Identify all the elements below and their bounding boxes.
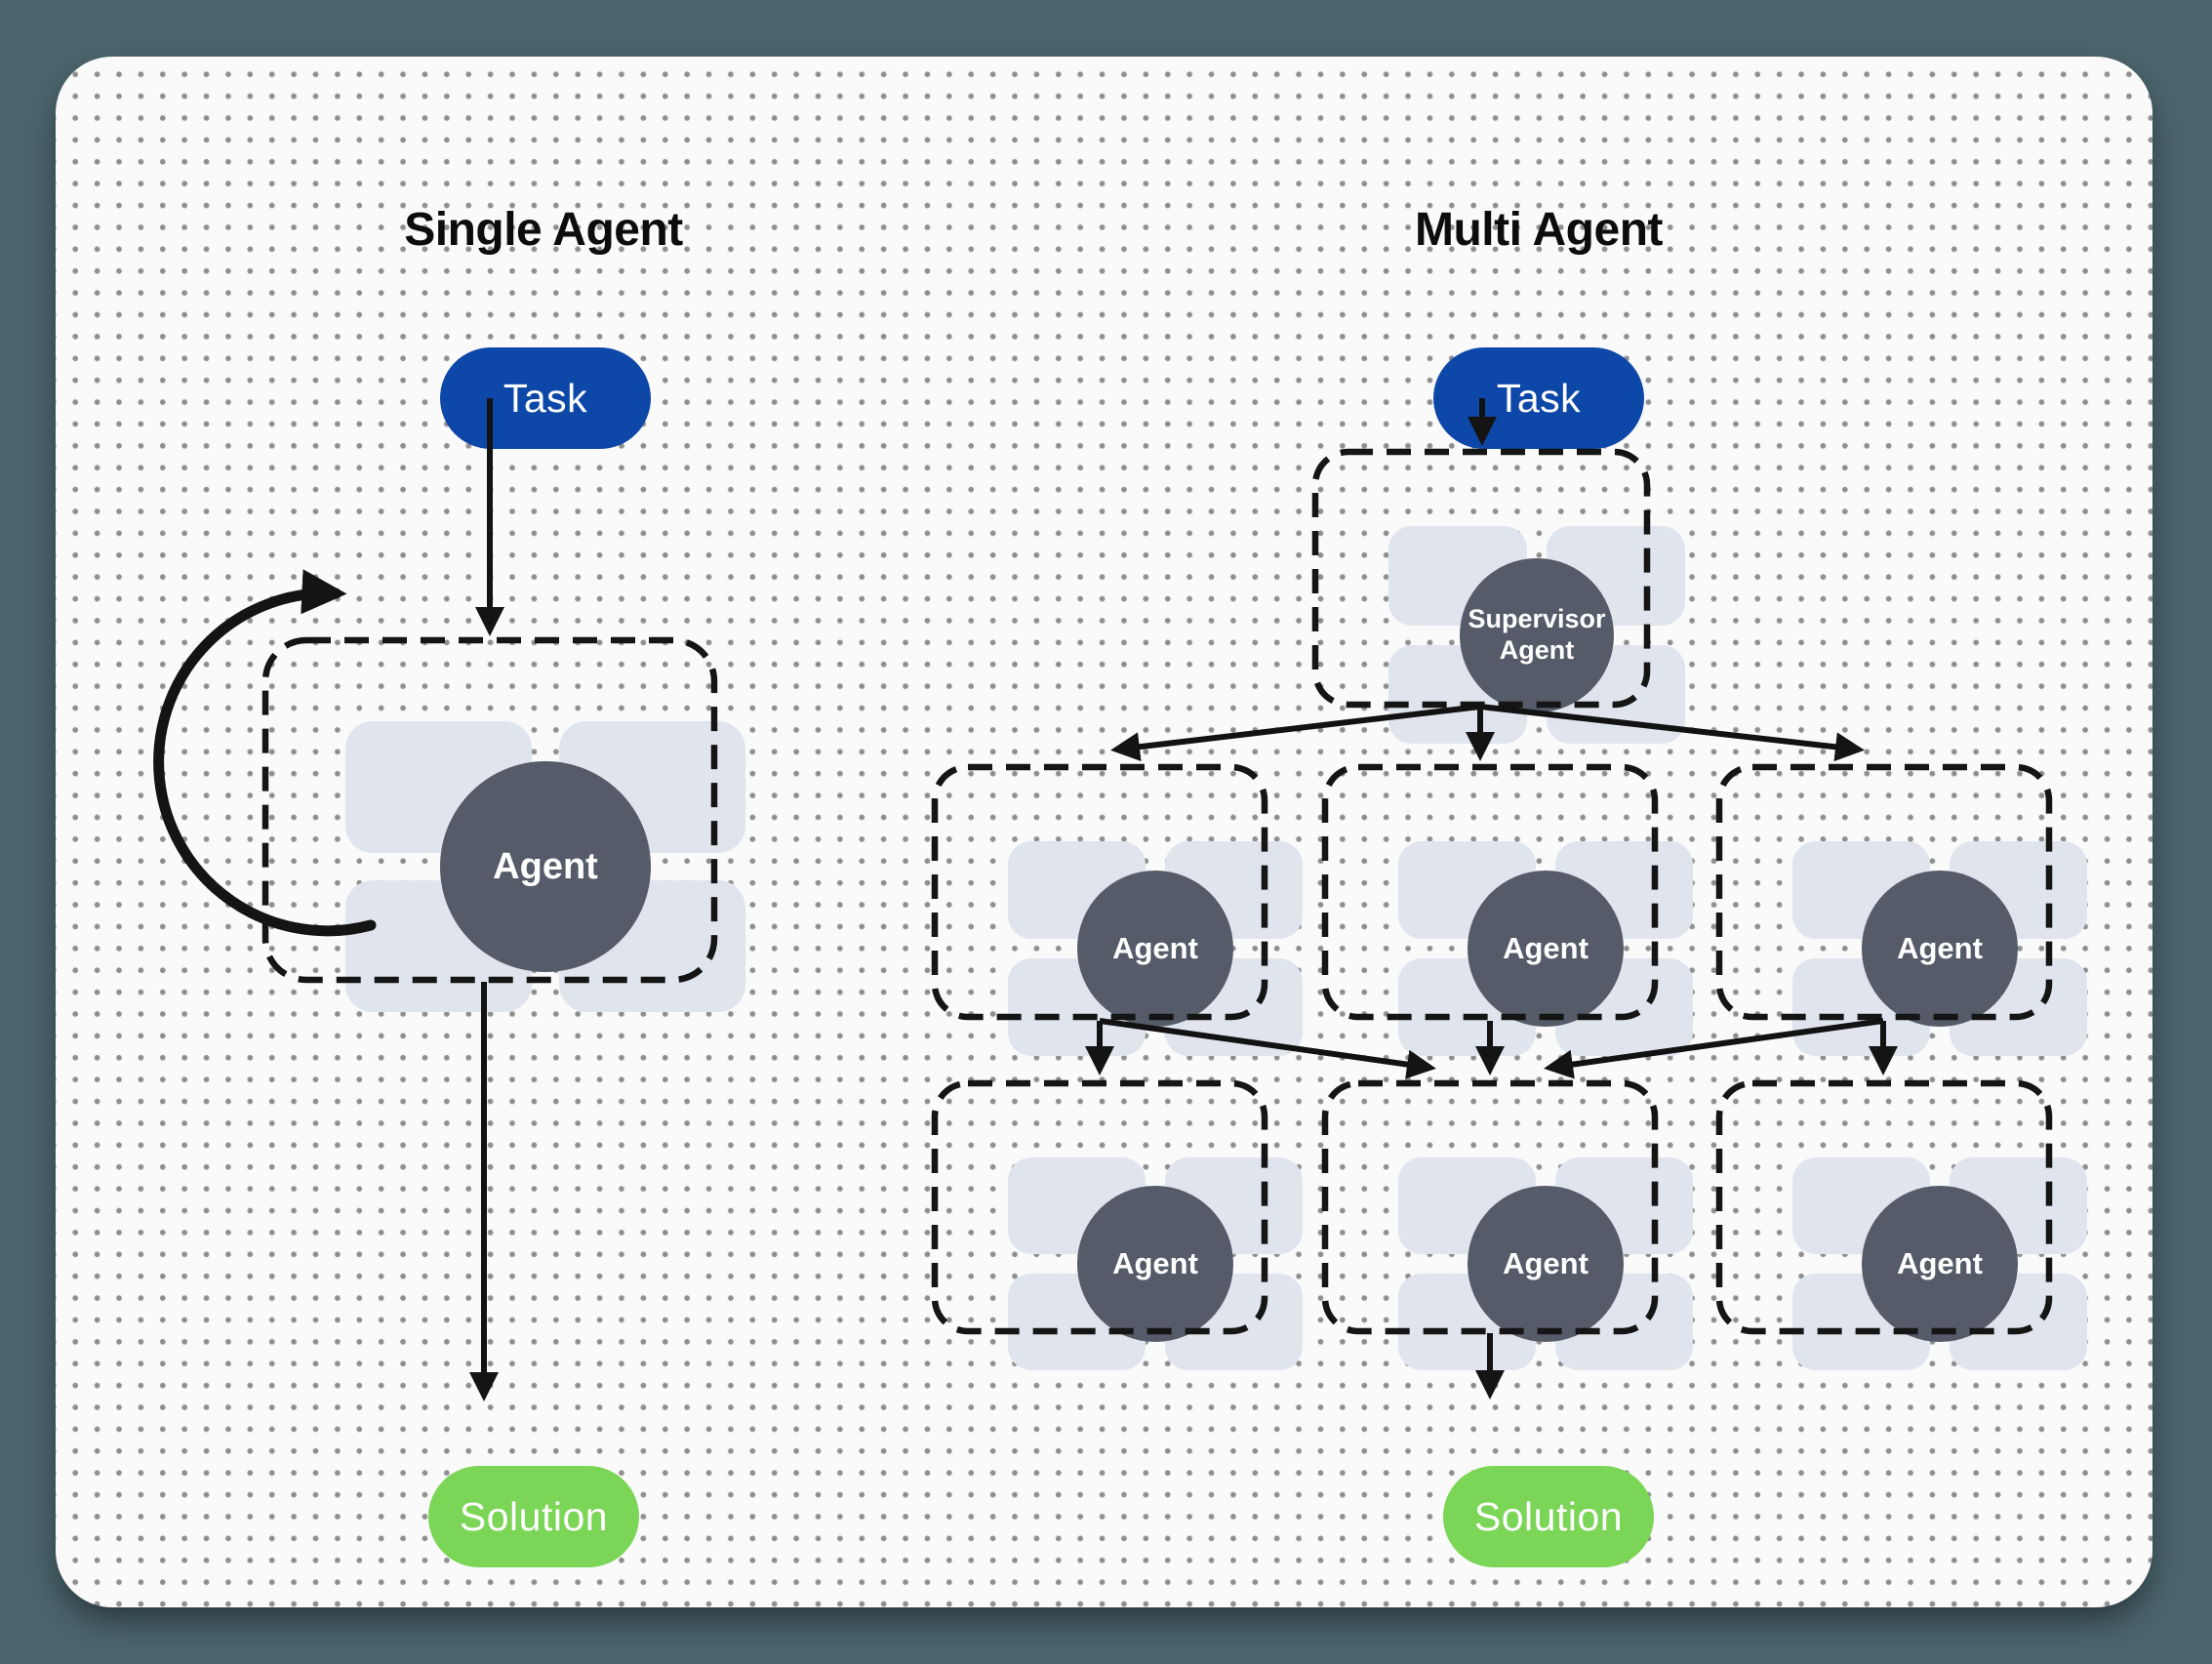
worker-agent-box: Agent: [1381, 1140, 1710, 1388]
single-task-pill: Task: [440, 347, 651, 449]
single-agent-box: Agent: [321, 697, 770, 1036]
single-task-label: Task: [503, 375, 588, 421]
worker-agent-label: Agent: [1503, 1246, 1589, 1280]
worker-agent-label: Agent: [1503, 931, 1589, 965]
worker-agent-label: Agent: [1112, 931, 1198, 965]
single-agent-circle: Agent: [440, 761, 651, 972]
diagram-canvas: Single Agent Multi Agent Task Agent Solu…: [56, 57, 2152, 1607]
worker-agent-circle: Agent: [1862, 1186, 2018, 1342]
single-solution-pill: Solution: [428, 1466, 639, 1567]
worker-agent-box: Agent: [1775, 1140, 2105, 1388]
single-solution-label: Solution: [459, 1493, 609, 1539]
multi-solution-pill: Solution: [1443, 1466, 1654, 1567]
worker-agent-label: Agent: [1897, 1246, 1983, 1280]
multi-agent-title: Multi Agent: [1415, 204, 1664, 256]
worker-agent-circle: Agent: [1468, 871, 1624, 1027]
supervisor-label-line1: Supervisor: [1468, 603, 1606, 633]
single-agent-title: Single Agent: [404, 204, 683, 256]
worker-agent-circle: Agent: [1077, 1186, 1233, 1342]
worker-agent-label: Agent: [1897, 931, 1983, 965]
supervisor-agent-box: Supervisor Agent: [1371, 508, 1703, 761]
worker-agent-label: Agent: [1112, 1246, 1198, 1280]
worker-agent-box: Agent: [1381, 824, 1710, 1074]
multi-task-label: Task: [1496, 375, 1582, 421]
single-agent-label: Agent: [493, 845, 598, 887]
multi-solution-label: Solution: [1473, 1493, 1624, 1539]
worker-agent-circle: Agent: [1862, 871, 2018, 1027]
worker-agent-circle: Agent: [1468, 1186, 1624, 1342]
supervisor-agent-circle: Supervisor Agent: [1460, 557, 1614, 712]
worker-agent-box: Agent: [990, 824, 1320, 1074]
worker-agent-box: Agent: [990, 1140, 1320, 1388]
supervisor-label-line2: Agent: [1499, 634, 1575, 665]
worker-agent-box: Agent: [1775, 824, 2105, 1074]
multi-task-pill: Task: [1433, 347, 1644, 449]
worker-agent-circle: Agent: [1077, 871, 1233, 1027]
